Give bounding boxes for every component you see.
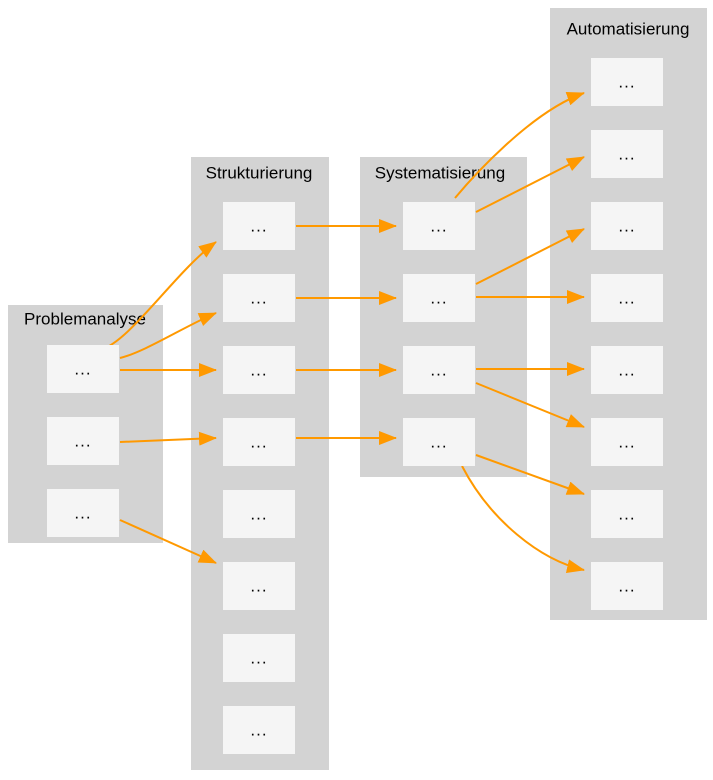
node-s8[interactable]: ...: [223, 706, 295, 754]
node-a6[interactable]: ...: [591, 418, 663, 466]
node-s4[interactable]: ...: [223, 418, 295, 466]
node-label: ...: [250, 504, 267, 523]
node-s3[interactable]: ...: [223, 346, 295, 394]
node-label: ...: [618, 72, 635, 91]
node-label: ...: [250, 288, 267, 307]
node-label: ...: [250, 432, 267, 451]
node-box[interactable]: [403, 418, 475, 466]
node-box[interactable]: [591, 490, 663, 538]
edge-arrow-e-p3-s6: [119, 519, 217, 564]
lane-title-systematisierung: Systematisierung: [375, 163, 505, 182]
edge-arrow-e-p1-s2: [119, 312, 217, 359]
node-y1[interactable]: ...: [403, 202, 475, 250]
lane-title-automatisierung: Automatisierung: [567, 19, 690, 38]
node-box[interactable]: [591, 562, 663, 610]
node-box[interactable]: [223, 706, 295, 754]
node-s7[interactable]: ...: [223, 634, 295, 682]
node-label: ...: [430, 216, 447, 235]
edge-arrow-e-p1-s1: [99, 241, 217, 351]
node-box[interactable]: [223, 490, 295, 538]
edge-arrow-e-y3-a6: [475, 382, 585, 428]
node-a5[interactable]: ...: [591, 346, 663, 394]
node-box[interactable]: [47, 417, 119, 465]
node-a7[interactable]: ...: [591, 490, 663, 538]
lane-title-problemanalyse: Problemanalyse: [24, 309, 146, 328]
node-a1[interactable]: ...: [591, 58, 663, 106]
node-box[interactable]: [223, 274, 295, 322]
node-label: ...: [74, 503, 91, 522]
node-s6[interactable]: ...: [223, 562, 295, 610]
node-p2[interactable]: ...: [47, 417, 119, 465]
edge-arrow-e-y4-a8: [461, 465, 585, 574]
node-label: ...: [74, 359, 91, 378]
node-label: ...: [618, 576, 635, 595]
node-label: ...: [250, 360, 267, 379]
node-box[interactable]: [403, 346, 475, 394]
node-label: ...: [430, 288, 447, 307]
node-box[interactable]: [223, 346, 295, 394]
node-p3[interactable]: ...: [47, 489, 119, 537]
node-label: ...: [618, 216, 635, 235]
nodes-layer: ........................................…: [47, 58, 663, 754]
node-y3[interactable]: ...: [403, 346, 475, 394]
node-label: ...: [430, 360, 447, 379]
node-s1[interactable]: ...: [223, 202, 295, 250]
edges-layer: [99, 92, 585, 574]
node-a3[interactable]: ...: [591, 202, 663, 250]
node-label: ...: [250, 216, 267, 235]
node-label: ...: [618, 504, 635, 523]
node-y2[interactable]: ...: [403, 274, 475, 322]
node-box[interactable]: [591, 58, 663, 106]
node-label: ...: [618, 144, 635, 163]
node-label: ...: [618, 432, 635, 451]
edge-arrow-e-y4-a7: [475, 454, 585, 495]
node-a2[interactable]: ...: [591, 130, 663, 178]
node-label: ...: [74, 431, 91, 450]
node-box[interactable]: [47, 345, 119, 393]
node-box[interactable]: [403, 202, 475, 250]
node-box[interactable]: [591, 346, 663, 394]
node-label: ...: [618, 360, 635, 379]
node-a8[interactable]: ...: [591, 562, 663, 610]
lane-title-strukturierung: Strukturierung: [206, 163, 313, 182]
node-box[interactable]: [223, 634, 295, 682]
edge-arrow-e-y1-a2: [475, 156, 585, 213]
node-box[interactable]: [591, 274, 663, 322]
edge-arrow-e-y2-a3: [475, 228, 585, 285]
node-label: ...: [250, 720, 267, 739]
edge-arrow-e-y1-a1: [454, 92, 585, 199]
node-label: ...: [250, 648, 267, 667]
node-box[interactable]: [223, 562, 295, 610]
node-box[interactable]: [47, 489, 119, 537]
node-box[interactable]: [591, 130, 663, 178]
node-box[interactable]: [223, 202, 295, 250]
node-box[interactable]: [591, 418, 663, 466]
node-label: ...: [618, 288, 635, 307]
node-a4[interactable]: ...: [591, 274, 663, 322]
node-p1[interactable]: ...: [47, 345, 119, 393]
node-label: ...: [250, 576, 267, 595]
node-s2[interactable]: ...: [223, 274, 295, 322]
node-label: ...: [430, 432, 447, 451]
node-box[interactable]: [403, 274, 475, 322]
edge-arrow-e-p2-s4: [119, 431, 217, 446]
node-y4[interactable]: ...: [403, 418, 475, 466]
node-box[interactable]: [591, 202, 663, 250]
node-s5[interactable]: ...: [223, 490, 295, 538]
node-box[interactable]: [223, 418, 295, 466]
